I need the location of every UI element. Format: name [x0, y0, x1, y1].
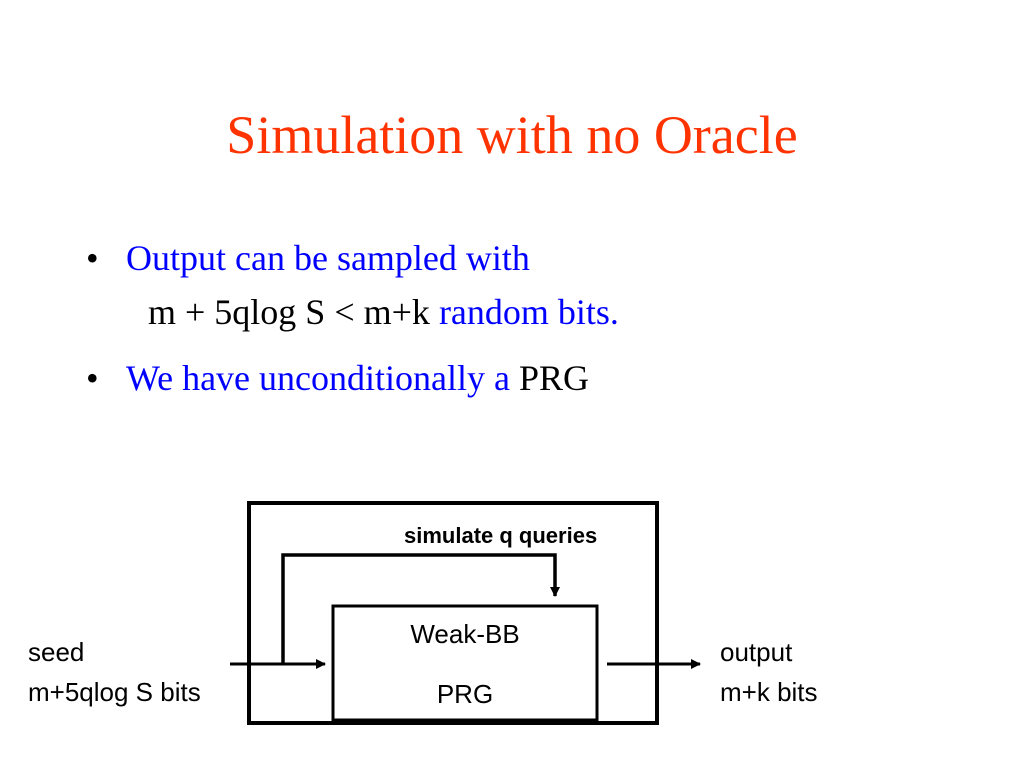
bullet-1-dot: •	[86, 238, 99, 278]
weak-bb-box	[331, 604, 599, 722]
bullet-1-tail: random bits.	[429, 292, 619, 332]
input-label-seed: seed	[28, 637, 85, 667]
box-label-top: Weak-BB	[410, 619, 520, 649]
loop-label: simulate q queries	[404, 523, 598, 548]
outer-frame	[247, 501, 659, 725]
bullet-2-math: PRG	[518, 358, 590, 398]
output-label-bits: m+k bits	[720, 677, 818, 707]
bullet-1-line-2: m + 5qlog S < m+k random bits.	[148, 290, 619, 334]
bullet-2-text: We have unconditionally a	[126, 358, 519, 398]
input-label-bits: m+5qlog S bits	[28, 677, 201, 707]
box-label-bottom: PRG	[436, 679, 494, 709]
bullet-2-dot: •	[86, 358, 99, 398]
slide-title: Simulation with no Oracle	[226, 105, 798, 165]
bullet-2-line: We have unconditionally a PRG	[126, 356, 589, 400]
bullet-1-math: m + 5qlog S < m+k	[148, 292, 430, 332]
output-label: output	[720, 637, 793, 667]
bullet-1-line-1: Output can be sampled with	[126, 238, 530, 278]
feedback-loop	[281, 553, 560, 664]
